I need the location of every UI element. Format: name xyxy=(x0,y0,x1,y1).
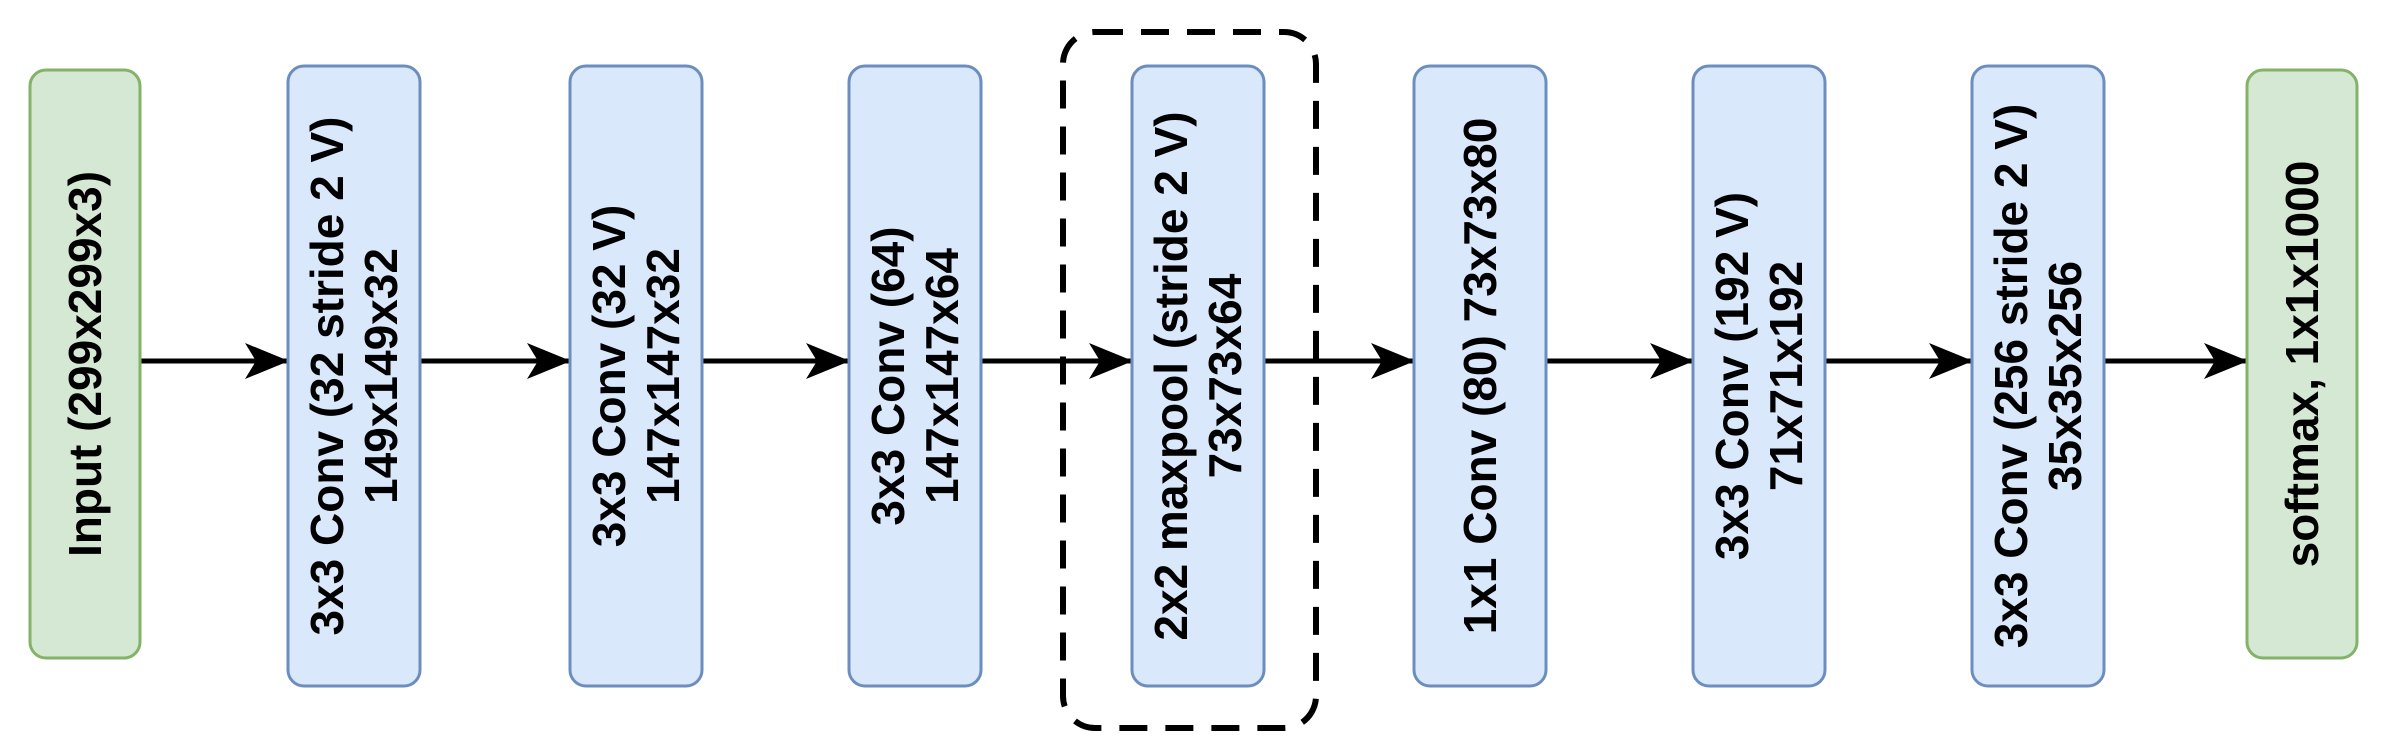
node-conv3: 3x3 Conv (64)147x147x64 xyxy=(847,64,983,688)
node-conv6-box xyxy=(1970,64,2106,688)
node-conv3-label-line-2: 147x147x64 xyxy=(916,248,968,504)
node-conv1-label: 3x3 Conv (32 stride 2 V)149x149x32 xyxy=(301,117,407,636)
node-conv6-label: 3x3 Conv (256 stride 2 V)35x35x256 xyxy=(1985,104,2091,649)
node-conv1-label-line-2: 149x149x32 xyxy=(355,248,407,504)
node-maxpool-label: 2x2 maxpool (stride 2 V)73x73x64 xyxy=(1145,111,1251,640)
node-output: softmax, 1x1x1000 xyxy=(2245,68,2359,660)
node-conv1: 3x3 Conv (32 stride 2 V)149x149x32 xyxy=(286,64,422,688)
node-conv4-box xyxy=(1412,64,1548,688)
node-conv4: 1x1 Conv (80) 73x73x80 xyxy=(1412,64,1548,688)
node-maxpool-label-line-1: 2x2 maxpool (stride 2 V) xyxy=(1145,111,1197,640)
node-maxpool: 2x2 maxpool (stride 2 V)73x73x64 xyxy=(1130,64,1266,688)
nodes-group: Input (299x299x3) 3x3 Conv (32 stride 2 V… xyxy=(28,64,2359,688)
node-conv6: 3x3 Conv (256 stride 2 V)35x35x256 xyxy=(1970,64,2106,688)
node-conv5-label-line-2: 71x71x192 xyxy=(1760,261,1812,491)
node-output-label-line-1: softmax, 1x1x1000 xyxy=(2276,161,2328,568)
node-conv2-label-line-2: 147x147x32 xyxy=(637,248,689,504)
maxpool-highlight-box xyxy=(1060,29,1319,731)
node-conv3-box xyxy=(847,64,983,688)
node-conv2-box xyxy=(568,64,704,688)
node-conv6-label-line-2: 35x35x256 xyxy=(2039,261,2091,491)
node-conv4-label-line-1: 1x1 Conv (80) 73x73x80 xyxy=(1454,118,1506,635)
node-output-box xyxy=(2245,68,2359,660)
node-maxpool-box xyxy=(1130,64,1266,688)
node-conv5-label: 3x3 Conv (192 V)71x71x192 xyxy=(1706,192,1812,560)
node-conv3-label-line-1: 3x3 Conv (64) xyxy=(862,226,914,525)
node-conv2-label: 3x3 Conv (32 V)147x147x32 xyxy=(583,205,689,548)
node-conv6-label-line-1: 3x3 Conv (256 stride 2 V) xyxy=(1985,104,2037,649)
node-input-label-line-1: Input (299x299x3) xyxy=(59,171,111,557)
node-conv1-box xyxy=(286,64,422,688)
node-conv5-box xyxy=(1691,64,1827,688)
node-input-label: Input (299x299x3) xyxy=(59,171,111,557)
node-conv4-label: 1x1 Conv (80) 73x73x80 xyxy=(1454,118,1506,635)
node-conv5-label-line-1: 3x3 Conv (192 V) xyxy=(1706,192,1758,560)
node-output-label: softmax, 1x1x1000 xyxy=(2276,161,2328,568)
node-input-box xyxy=(28,68,142,660)
node-input: Input (299x299x3) xyxy=(28,68,142,660)
node-conv3-label: 3x3 Conv (64)147x147x64 xyxy=(862,226,968,525)
node-conv2: 3x3 Conv (32 V)147x147x32 xyxy=(568,64,704,688)
node-conv1-label-line-1: 3x3 Conv (32 stride 2 V) xyxy=(301,117,353,636)
node-conv2-label-line-1: 3x3 Conv (32 V) xyxy=(583,205,635,548)
node-maxpool-label-line-2: 73x73x64 xyxy=(1199,273,1251,478)
node-conv5: 3x3 Conv (192 V)71x71x192 xyxy=(1691,64,1827,688)
